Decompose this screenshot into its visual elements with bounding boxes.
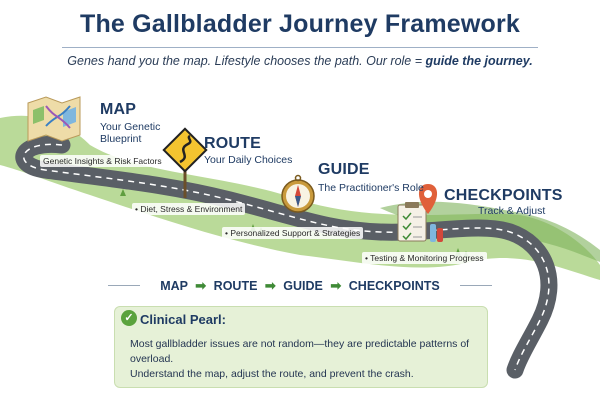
map-dna-icon: [27, 96, 81, 142]
stage-title-route: ROUTE: [204, 135, 261, 152]
flow-step-map: MAP: [160, 279, 188, 293]
clinical-pearl-box: [114, 306, 488, 388]
flow-arrow-icon: ➡: [330, 278, 342, 293]
road-label-support: • Personalized Support & Strategies: [222, 227, 364, 239]
subtitle-text: Genes hand you the map. Lifestyle choose…: [67, 54, 426, 68]
road-dashes: [23, 143, 550, 371]
flow-step-route: ROUTE: [213, 279, 258, 293]
flow-arrow-icon: ➡: [195, 278, 207, 293]
flow-sequence: MAP ➡ ROUTE ➡ GUIDE ➡ CHECKPOINTS: [0, 278, 600, 294]
clinical-pearl-title: Clinical Pearl:: [140, 312, 226, 327]
road-label-genetic: Genetic Insights & Risk Factors: [40, 155, 165, 167]
page-title: The Gallbladder Journey Framework: [79, 10, 521, 38]
clipboard-pin-icon: [397, 184, 443, 242]
grass-band: [0, 115, 600, 280]
winding-road-sign-icon: [162, 127, 208, 198]
road-label-testing: • Testing & Monitoring Progress: [362, 252, 487, 264]
stage-title-guide: GUIDE: [318, 161, 370, 178]
stage-subtitle-map: Your Genetic Blueprint: [100, 121, 161, 145]
flow-rule-right: [460, 285, 492, 286]
page-subtitle: Genes hand you the map. Lifestyle choose…: [0, 54, 600, 68]
flow-step-checkpoints: CHECKPOINTS: [348, 279, 440, 293]
clinical-pearl-line-1: Most gallbladder issues are not random—t…: [130, 338, 470, 365]
stage-title-map: MAP: [100, 101, 137, 118]
clinical-pearl-text: Most gallbladder issues are not random—t…: [130, 337, 480, 382]
subtitle-emphasis: guide the journey.: [425, 54, 533, 68]
check-icon: ✓: [121, 310, 137, 326]
stage-subtitle-route: Your Daily Choices: [204, 154, 293, 166]
clinical-pearl-line-2: Understand the map, adjust the route, an…: [130, 368, 414, 380]
road-label-diet: • Diet, Stress & Environment: [132, 203, 246, 215]
flow-arrow-icon: ➡: [264, 278, 276, 293]
flow-rule-left: [108, 285, 140, 286]
flow-step-guide: GUIDE: [283, 279, 323, 293]
title-divider: [62, 47, 538, 48]
stage-subtitle-checkpoints: Track & Adjust: [478, 205, 546, 217]
compass-icon: [281, 174, 315, 213]
stage-subtitle-guide: The Practitioner's Role: [318, 182, 424, 194]
stage-title-checkpoints: CHECKPOINTS: [444, 187, 563, 204]
